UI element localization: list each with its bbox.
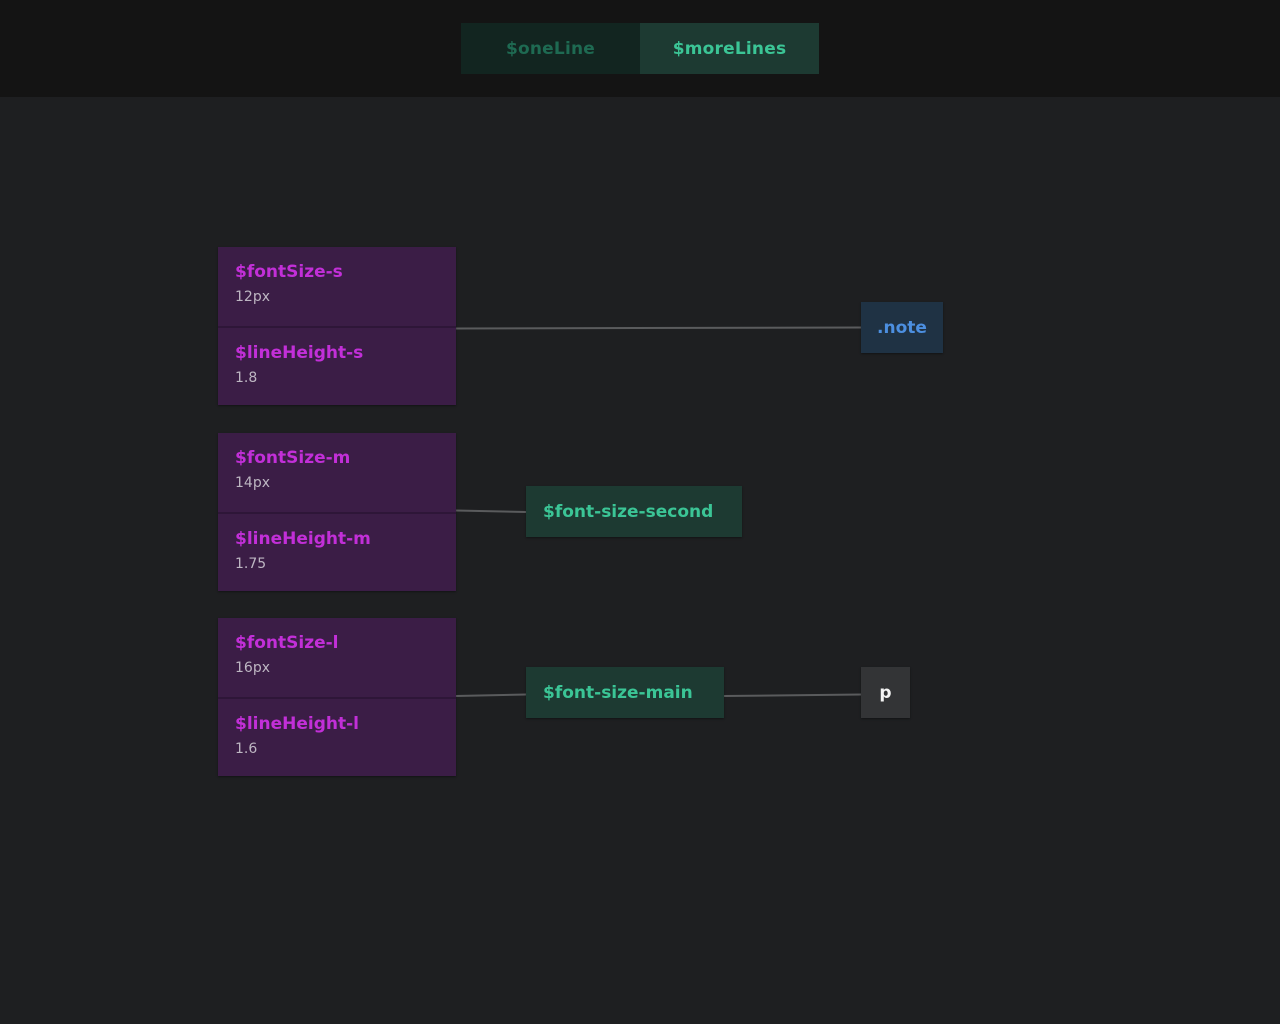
variable-name: $lineHeight-m (235, 529, 371, 549)
variable-name: $fontSize-s (235, 262, 343, 282)
variable-line-height-s[interactable]: $lineHeight-s 1.8 (218, 326, 456, 405)
variable-value: 16px (235, 660, 270, 676)
variable-name: $lineHeight-s (235, 343, 364, 363)
variable-line-height-m[interactable]: $lineHeight-m 1.75 (218, 512, 456, 591)
variable-value: 1.8 (235, 370, 258, 386)
variable-line-height-l[interactable]: $lineHeight-l 1.6 (218, 697, 456, 776)
selector-node-p[interactable]: p (861, 667, 910, 718)
variable-value: 1.75 (235, 556, 267, 572)
tab-oneline[interactable]: $oneLine (461, 23, 640, 74)
variable-value: 14px (235, 475, 270, 491)
link-group-m-to-font-size-second (455, 509, 527, 513)
variable-group-l[interactable]: $fontSize-l 16px $lineHeight-l 1.6 (218, 618, 456, 776)
variable-font-size-l[interactable]: $fontSize-l 16px (218, 618, 456, 697)
alias-node-font-size-second[interactable]: $font-size-second (526, 486, 742, 537)
variable-group-s[interactable]: $fontSize-s 12px $lineHeight-s 1.8 (218, 247, 456, 405)
variable-name: $fontSize-l (235, 633, 339, 653)
link-group-s-to-note (455, 326, 862, 330)
alias-node-font-size-main[interactable]: $font-size-main (526, 667, 724, 718)
variable-group-m[interactable]: $fontSize-m 14px $lineHeight-m 1.75 (218, 433, 456, 591)
mode-tabs: $oneLine $moreLines (461, 23, 819, 74)
variable-name: $fontSize-m (235, 448, 351, 468)
top-bar: $oneLine $moreLines (0, 0, 1280, 97)
variable-font-size-m[interactable]: $fontSize-m 14px (218, 433, 456, 512)
tab-morelines[interactable]: $moreLines (640, 23, 819, 74)
selector-node-note[interactable]: .note (861, 302, 943, 353)
link-font-size-main-to-p (723, 693, 862, 697)
variable-value: 12px (235, 289, 270, 305)
variable-value: 1.6 (235, 741, 258, 757)
variable-name: $lineHeight-l (235, 714, 359, 734)
variable-font-size-s[interactable]: $fontSize-s 12px (218, 247, 456, 326)
link-group-l-to-font-size-main (455, 693, 527, 697)
